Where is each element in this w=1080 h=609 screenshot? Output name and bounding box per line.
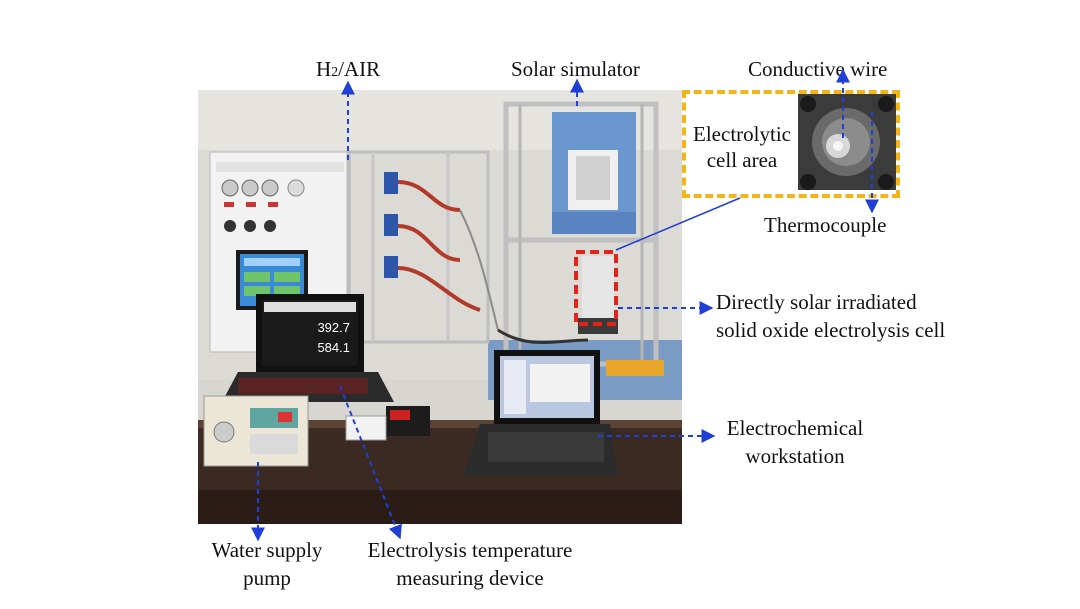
cell-closeup-photo [798,94,896,190]
solar-simulator-label: Solar simulator [511,57,640,81]
lab-photo-drawing: 392.7 584.1 [198,90,682,524]
electrochemical-label-2: workstation [745,444,845,468]
water-pump-label-1: Water supply [211,538,323,562]
lab-photo: 392.7 584.1 [198,90,682,524]
directly-solar-label-1: Directly solar irradiated [716,290,917,314]
directly-solar-label-2: solid oxide electrolysis cell [716,318,946,342]
electrolytic-cell-inset: Electrolytic cell area [682,90,900,198]
temp-device-arrow [339,385,402,540]
temp-device-label-2: measuring device [396,566,544,590]
conductive-wire-label: Conductive wire [748,57,888,81]
temp-device-label-1: Electrolysis temperature [367,538,573,562]
water-pump-label-2: pump [243,566,291,590]
electrochemical-label-1: Electrochemical [726,416,864,440]
laptop-reading-2: 584.1 [317,340,350,355]
inset-link-line [615,197,741,251]
h2-air-label: H2/AIR [316,57,381,81]
electrolytic-cell-area-label-2: cell area [706,148,778,172]
laptop-reading-1: 392.7 [317,320,350,335]
thermocouple-label: Thermocouple [764,213,887,237]
electrolytic-cell-area-label-1: Electrolytic [693,122,791,146]
